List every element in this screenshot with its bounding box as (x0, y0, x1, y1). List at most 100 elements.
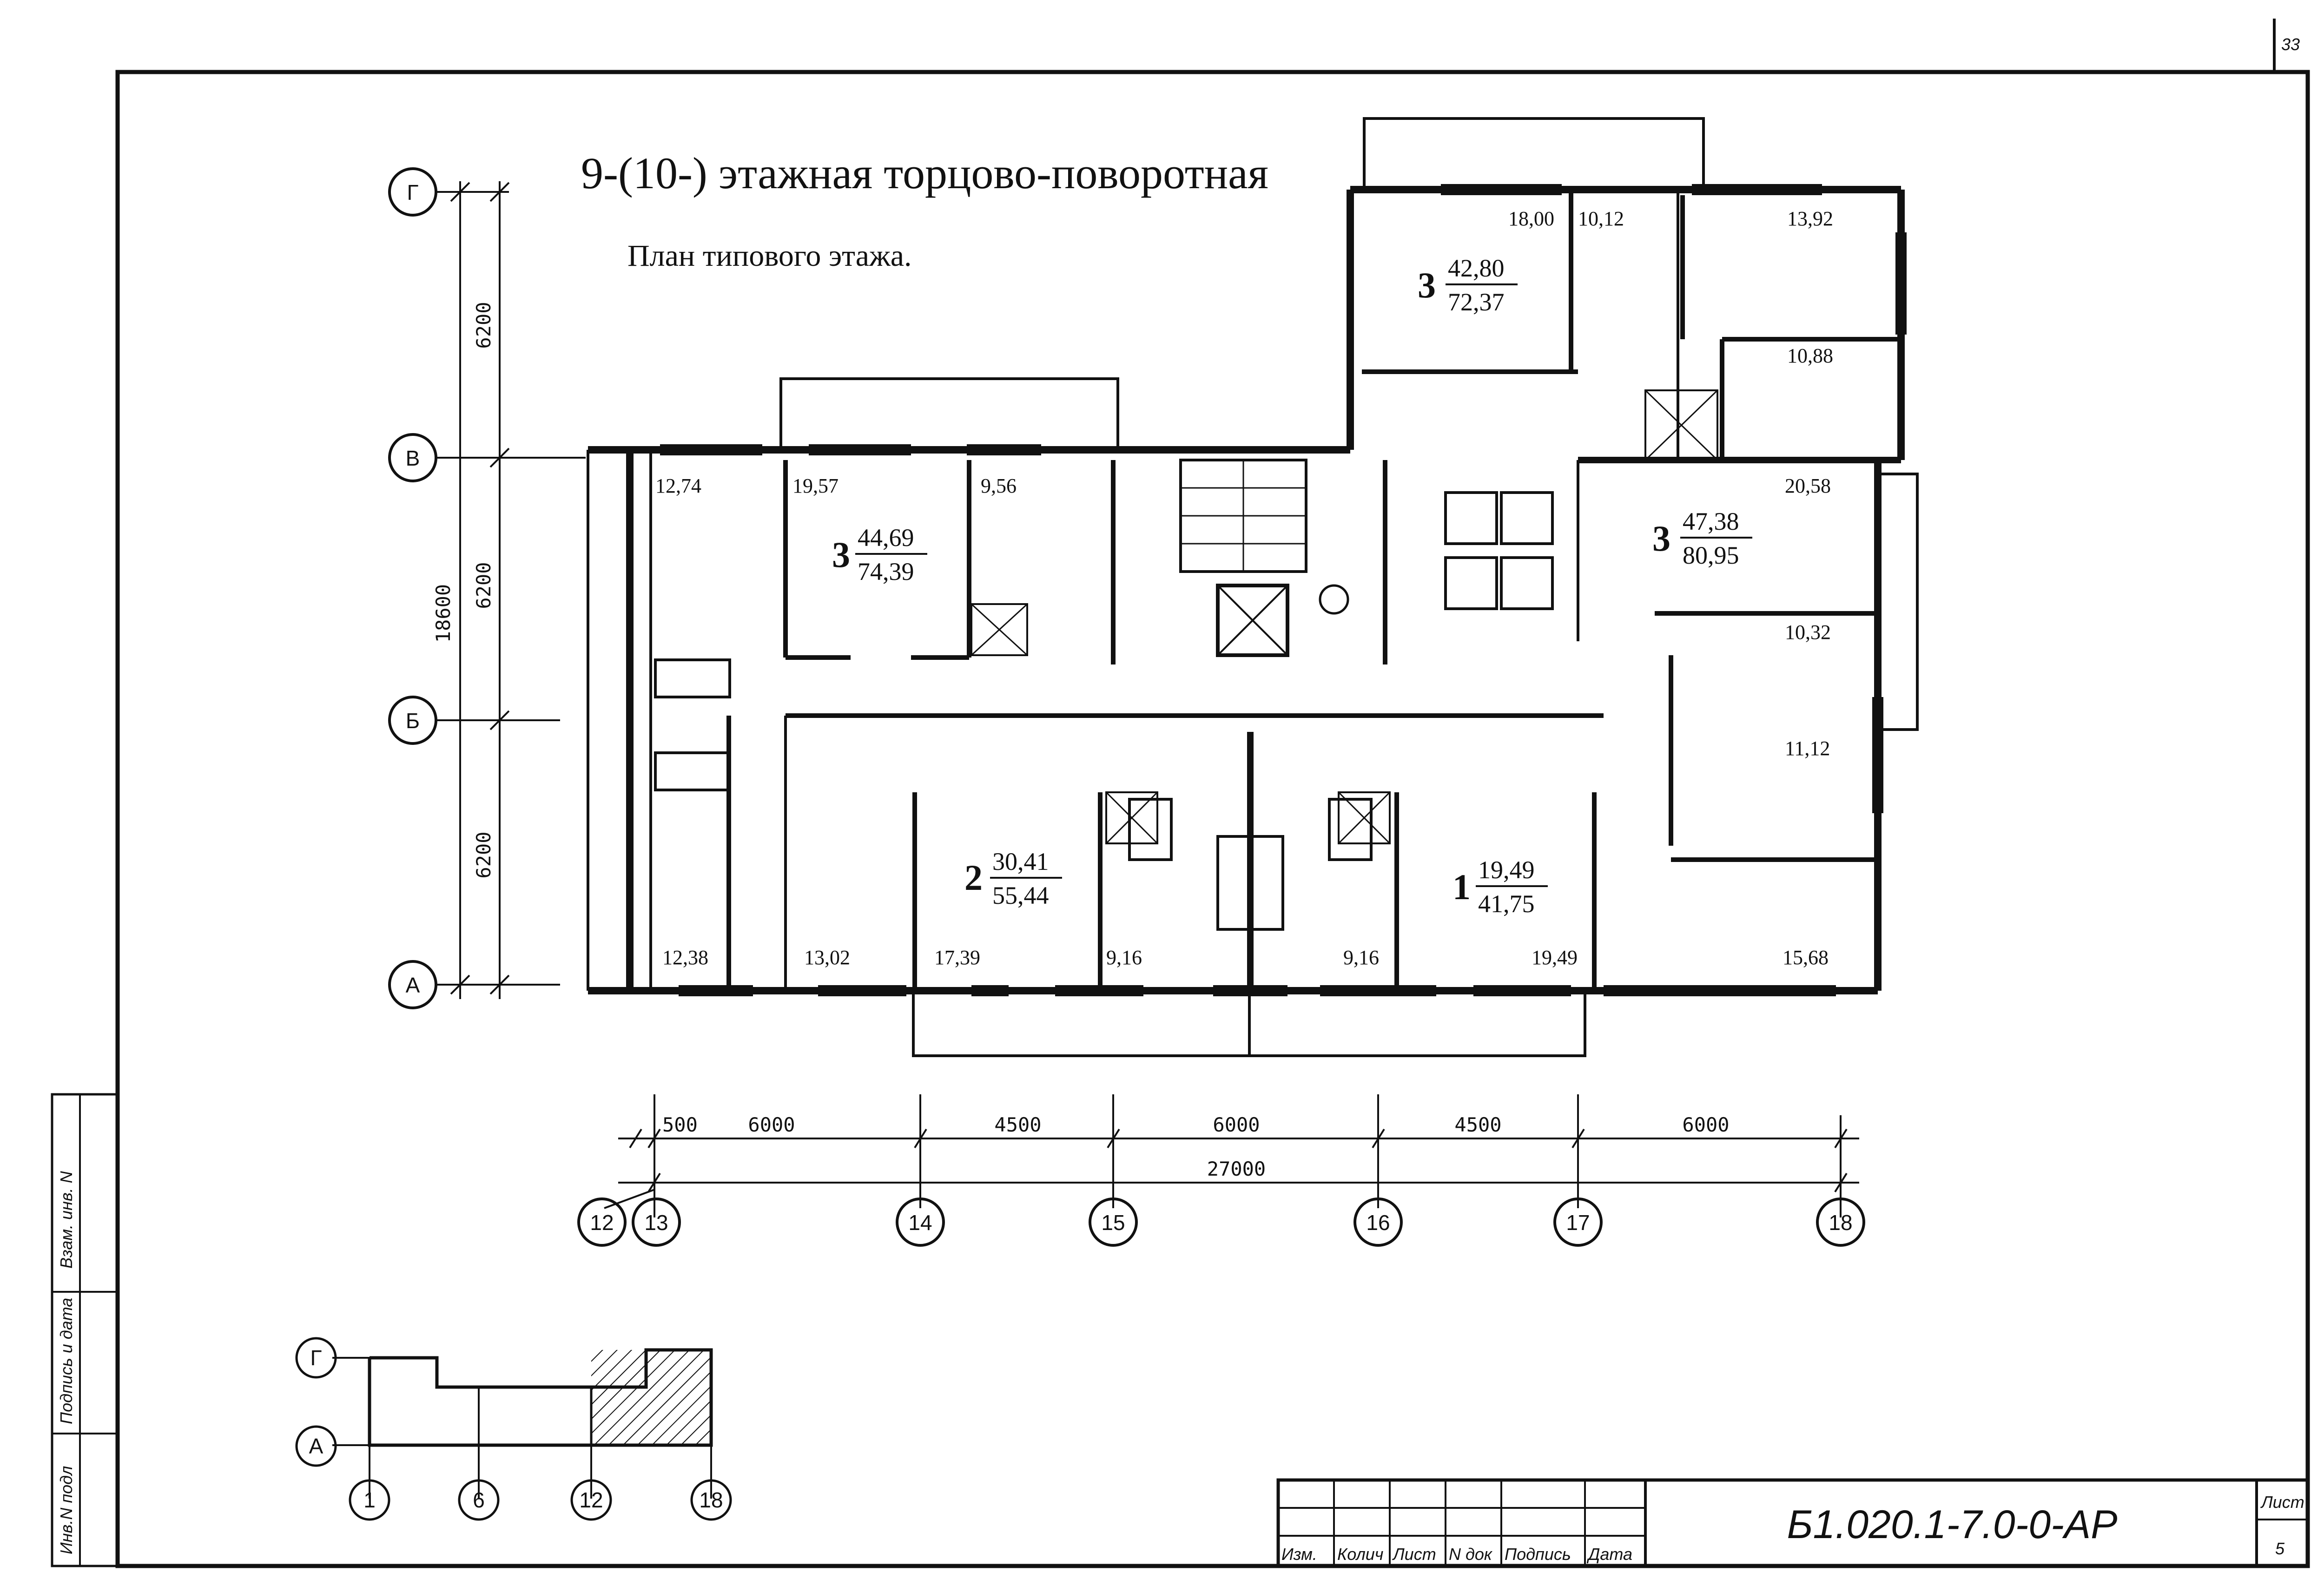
axis-label-14: 14 (908, 1210, 932, 1235)
apartment-total-area: 41,75 (1478, 890, 1535, 918)
building-walls (587, 117, 1919, 1057)
apartment-rooms: 1 (1452, 867, 1471, 907)
tb-header-podpis: Подпись (1505, 1545, 1571, 1564)
apartment-rooms: 3 (832, 534, 850, 575)
apartment-living-area: 19,49 (1478, 856, 1535, 884)
elevator-shaft (1216, 584, 1289, 657)
sheet-corner-number: 33 (2281, 35, 2300, 54)
key-axis-bubble-a (295, 1425, 337, 1467)
apartment-living-area: 47,38 (1683, 507, 1739, 535)
axis-bubble-18 (1816, 1197, 1865, 1247)
axis-label-15: 15 (1101, 1210, 1125, 1235)
key-axis-label-6: 6 (473, 1488, 485, 1512)
horizontal-span: 4500 (1454, 1113, 1501, 1136)
room-area: 10,12 (1578, 207, 1624, 230)
title-block: Изм. Колич Лист N док Подпись Дата Б1.02… (1276, 1478, 2310, 1568)
key-axis-bubble-g (295, 1337, 337, 1379)
room-area: 17,39 (934, 946, 980, 969)
apartment-total-area: 55,44 (992, 882, 1049, 909)
refuse-chute (1319, 584, 1349, 615)
horizontal-span: 6000 (748, 1113, 795, 1136)
vertical-dimensions: 18600 6200 6200 6200 (432, 181, 510, 999)
room-area: 13,02 (804, 946, 850, 969)
horizontal-span: 6000 (1213, 1113, 1260, 1136)
key-axis-label-g: Г (310, 1346, 322, 1370)
key-axis-bubble-1 (349, 1479, 390, 1521)
horizontal-dimensions: 500 6000 4500 6000 4500 6000 27000 (618, 1094, 1859, 1217)
tb-header-izm: Изм. (1281, 1545, 1317, 1564)
drawing-code: Б1.020.1-7.0-0-АР (1787, 1502, 2118, 1547)
apartment-3-east: 3 47,38 80,95 (1652, 507, 1752, 569)
apartment-total-area: 80,95 (1683, 541, 1739, 569)
apartment-2: 2 30,41 55,44 (964, 848, 1062, 909)
stamp-inv-podl: Инв.N подл (57, 1466, 76, 1554)
vertical-span-2: 6200 (472, 562, 495, 609)
apartment-3-upper: 3 42,80 72,37 (1418, 254, 1518, 316)
axis-label-13: 13 (644, 1210, 668, 1235)
room-area: 12,38 (662, 946, 708, 969)
key-axis-label-1: 1 (363, 1488, 376, 1512)
apartment-living-area: 30,41 (992, 848, 1049, 875)
room-area: 12,74 (655, 474, 701, 497)
vertical-span-1: 6200 (472, 302, 495, 349)
key-axis-bubble-6 (458, 1479, 500, 1521)
apartment-total-area: 72,37 (1448, 288, 1505, 316)
apartment-living-area: 44,69 (858, 524, 914, 552)
plan-title: 9-(10-) этажная торцово-поворотная (581, 148, 1268, 198)
room-area: 10,88 (1787, 344, 1833, 367)
apartment-labels: 3 42,80 72,37 3 44,69 74,39 3 47,38 80,9… (832, 254, 1752, 918)
stamp-vzam-inv: Взам. инв. N (57, 1171, 76, 1269)
tb-header-ndok: N док (1449, 1545, 1493, 1564)
apartment-1: 1 19,49 41,75 (1452, 856, 1548, 918)
axis-label-17: 17 (1566, 1210, 1590, 1235)
room-area: 18,00 (1508, 207, 1554, 230)
tb-header-kolich: Колич (1337, 1545, 1383, 1564)
axis-label-a: А (406, 973, 420, 997)
key-plan: Г А 1 6 12 18 (295, 1337, 732, 1521)
sheet-number: 5 (2275, 1539, 2285, 1558)
room-area: 9,16 (1343, 946, 1379, 969)
key-axis-label-18: 18 (699, 1488, 723, 1512)
room-area: 11,12 (1785, 737, 1830, 760)
tb-header-list: Лист (1392, 1545, 1436, 1564)
key-axis-bubble-12 (570, 1479, 612, 1521)
room-area: 20,58 (1785, 474, 1831, 497)
stamp-podpis-data: Подпись и дата (57, 1298, 76, 1424)
axis-label-18: 18 (1829, 1210, 1852, 1235)
room-area: 9,56 (981, 474, 1017, 497)
horizontal-span: 500 (662, 1113, 698, 1136)
sheet-frame (115, 70, 2310, 1568)
axis-bubble-17 (1553, 1197, 1603, 1247)
axis-bubble-13 (632, 1197, 681, 1247)
room-area: 9,16 (1106, 946, 1142, 969)
apartment-3-west: 3 44,69 74,39 (832, 524, 927, 585)
apartment-rooms: 3 (1418, 265, 1436, 305)
axis-bubble-15 (1089, 1197, 1138, 1247)
room-area: 10,32 (1785, 621, 1831, 644)
horizontal-total-dimension: 27000 (1207, 1158, 1266, 1180)
margin-stamp: Инв.N подл Подпись и дата Взам. инв. N (51, 1093, 119, 1567)
key-axis-label-a: А (309, 1434, 324, 1458)
vertical-total-dimension: 18600 (432, 584, 455, 643)
key-plan-hatched-section (591, 1350, 711, 1445)
apartment-living-area: 42,80 (1448, 254, 1505, 282)
room-areas: 18,00 10,12 13,92 10,88 12,74 19,57 9,56… (655, 207, 1833, 969)
horizontal-span: 6000 (1682, 1113, 1729, 1136)
axis-bubble-16 (1353, 1197, 1403, 1247)
axis-bubble-14 (896, 1197, 945, 1247)
apartment-rooms: 2 (964, 857, 983, 898)
horizontal-span: 4500 (994, 1113, 1041, 1136)
room-area: 19,49 (1532, 946, 1578, 969)
axis-label-g: Г (407, 180, 419, 204)
axis-label-v: В (406, 446, 420, 470)
room-area: 13,92 (1787, 207, 1833, 230)
column-axes: 12 13 14 15 16 17 18 (577, 1189, 1865, 1247)
sheet-label: Лист (2260, 1493, 2304, 1512)
axis-label-16: 16 (1366, 1210, 1390, 1235)
apartment-total-area: 74,39 (858, 558, 914, 585)
apartment-rooms: 3 (1652, 518, 1670, 559)
axis-label-12: 12 (590, 1210, 614, 1235)
key-axis-label-12: 12 (579, 1488, 603, 1512)
vertical-span-3: 6200 (472, 831, 495, 878)
